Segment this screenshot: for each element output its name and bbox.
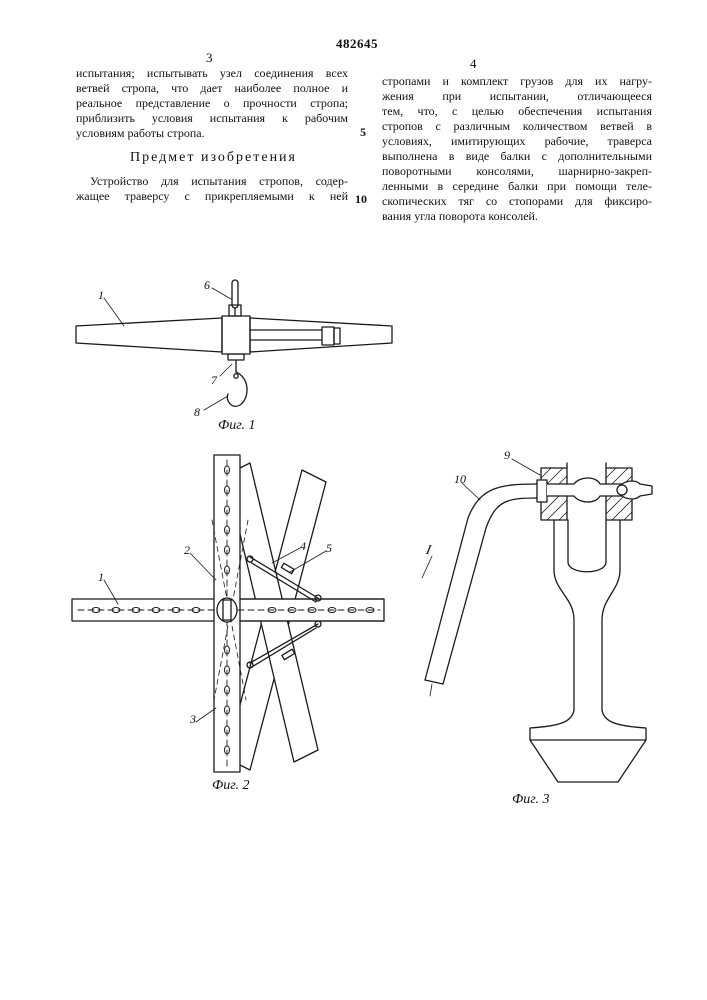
fig2-callout-1: 1 bbox=[98, 570, 104, 585]
fig2-callout-2: 2 bbox=[184, 543, 190, 558]
fig1-callout-7: 7 bbox=[211, 373, 217, 388]
fig2-drawing bbox=[72, 455, 384, 772]
fig1-callout-6: 6 bbox=[204, 278, 210, 293]
fig1-caption: Фиг. 1 bbox=[218, 418, 256, 434]
fig2-caption: Фиг. 2 bbox=[212, 778, 250, 794]
fig2-callout-4: 4 bbox=[300, 539, 306, 554]
fig1-callout-8: 8 bbox=[194, 405, 200, 420]
fig3-drawing bbox=[422, 459, 652, 782]
fig2-callout-3: 3 bbox=[190, 712, 196, 727]
fig1-drawing bbox=[76, 280, 392, 410]
fig3-callout-9: 9 bbox=[504, 448, 510, 463]
fig2-callout-5: 5 bbox=[326, 541, 332, 556]
fig3-callout-10: 10 bbox=[454, 472, 466, 487]
fig1-callout-1: 1 bbox=[98, 288, 104, 303]
fig3-caption: Фиг. 3 bbox=[512, 792, 550, 808]
